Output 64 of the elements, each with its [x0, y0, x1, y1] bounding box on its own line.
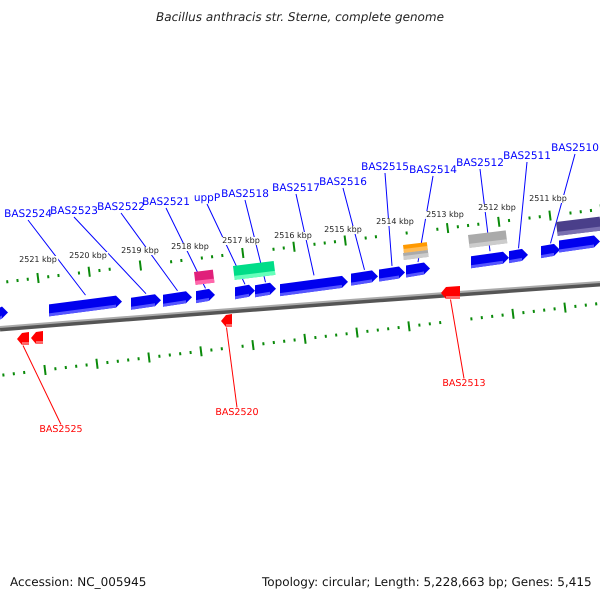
scale-label: 2516 kbp — [273, 232, 313, 240]
feature-block — [468, 230, 508, 248]
leader-line — [450, 299, 464, 379]
gene-feature — [280, 276, 348, 296]
gene-feature — [379, 266, 405, 282]
scale-label: 2513 kbp — [425, 211, 465, 219]
scale-label: 2511 kbp — [528, 195, 568, 203]
gene-feature — [49, 296, 122, 316]
gene-feature — [441, 286, 460, 299]
feature-block — [556, 216, 600, 236]
leader-line — [342, 188, 365, 270]
gene-feature — [255, 282, 276, 298]
gene-feature — [235, 284, 255, 300]
feature-block — [233, 261, 276, 280]
leader-line — [226, 327, 238, 408]
leader-line — [296, 194, 314, 276]
gene-label: BAS2523 — [50, 206, 98, 216]
scale-label: 2519 kbp — [120, 247, 160, 255]
gene-label: BAS2522 — [97, 202, 145, 212]
gene-feature — [509, 248, 528, 264]
feature-block — [403, 250, 429, 260]
footer-text: Accession: NC_005945 — [10, 576, 146, 588]
scale-label: 2518 kbp — [170, 243, 210, 251]
gene-label: BAS2512 — [456, 158, 504, 168]
leader-line — [120, 212, 178, 292]
scale-label: 2515 kbp — [323, 226, 363, 234]
gene-label: BAS2513 — [442, 379, 486, 388]
leader-line — [518, 162, 528, 249]
gene-label: BAS2516 — [319, 177, 367, 188]
gene-label: BAS2518 — [221, 189, 269, 200]
scale-label: 2520 kbp — [68, 252, 108, 260]
gene-label: BAS2524 — [4, 209, 52, 220]
diagram-title: Bacillus anthracis str. Sterne, complete genome — [155, 11, 445, 23]
scale-label: 2521 kbp — [18, 256, 58, 264]
scale-label: 2514 kbp — [375, 218, 415, 226]
gene-label: BAS2514 — [409, 165, 457, 176]
gene-label: BAS2517 — [272, 183, 320, 194]
gene-feature — [131, 294, 161, 310]
gene-feature — [351, 270, 378, 286]
feature-block — [194, 270, 214, 285]
leader-line — [166, 208, 206, 289]
gene-feature — [406, 262, 430, 278]
gene-label: BAS2525 — [39, 425, 83, 434]
gene-label: BAS2521 — [142, 197, 190, 208]
gene-feature — [163, 291, 192, 307]
gene-feature — [221, 314, 232, 327]
footer-text: Topology: circular; Length: 5,228,663 bp; Genes: 5,415 — [262, 576, 592, 588]
gene-label: BAS2510 — [551, 143, 599, 154]
gene-label: BAS2511 — [503, 151, 551, 162]
gene-feature — [541, 244, 560, 258]
leader-line — [22, 345, 62, 425]
gene-feature — [0, 306, 8, 320]
leader-line — [384, 172, 392, 266]
gene-feature — [31, 331, 43, 344]
scale-label: 2517 kbp — [221, 237, 261, 245]
gene-feature — [17, 332, 29, 345]
leader-line — [74, 216, 146, 294]
gene-label: BAS2520 — [215, 408, 259, 418]
gene-label: BAS2515 — [361, 162, 409, 172]
scale-label: 2512 kbp — [477, 204, 517, 212]
leader-line — [550, 154, 576, 244]
leader-line — [28, 220, 86, 296]
gene-feature — [196, 288, 215, 304]
gene-label: uppP — [194, 193, 220, 204]
